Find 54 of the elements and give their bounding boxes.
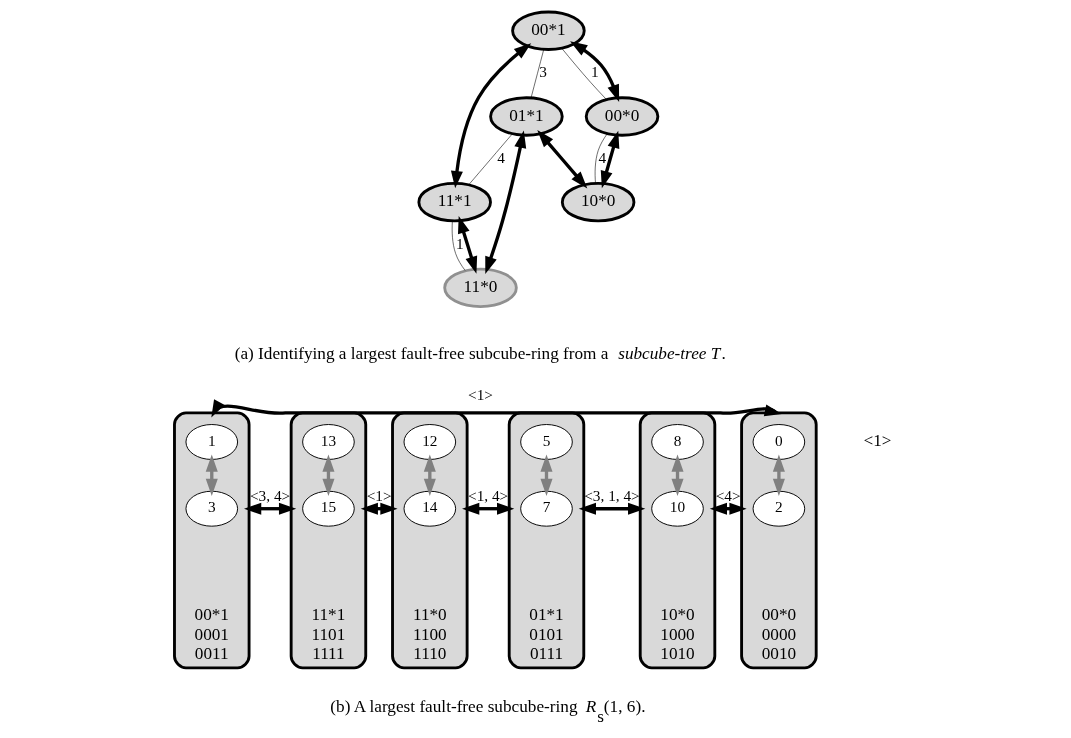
connector [468,133,513,185]
edge-label: <1, 4> [468,486,509,504]
node-ellipse: 11*0 [443,267,518,308]
label: (a) Identifying a largest fault-free subcube-ring from a subcube-tree T. [234,343,726,363]
node-ellipse: 14 [403,490,457,527]
arrow [485,130,527,274]
node-ellipse: 15 [302,490,355,527]
node-ellipse: 1 [185,424,239,460]
arrow [322,454,335,496]
node-ellipse: 10*0 [560,181,636,223]
arrow [709,502,747,515]
node-ellipse: 00*1 [511,10,586,51]
node-ellipse: 3 [185,490,239,527]
arrow [462,502,515,515]
node-ellipse: 00*0 [584,96,660,137]
arrow [600,130,620,189]
edge-label: 4 [598,148,607,166]
arrow [540,454,553,496]
arrow [458,216,478,274]
edge-label: <4> [715,486,741,504]
arrow [423,454,436,496]
node-ellipse: 11*1 [417,181,492,223]
edge-label: 1 [456,234,464,252]
connector [530,49,544,98]
edge-label: 1 [590,63,599,81]
arrow [360,502,398,515]
node-ellipse: 12 [403,424,457,460]
node-ellipse: 8 [651,424,704,460]
arrow [244,502,297,515]
edge-label: <1> [366,486,392,504]
edge-label: 4 [497,148,505,166]
node-ellipse: 13 [302,424,355,460]
connector [451,221,466,271]
arrow [537,130,588,189]
arrow [772,454,785,496]
node-ellipse: 5 [520,424,573,460]
arrow [570,41,620,102]
arrow [671,454,684,496]
node-ellipse: 01*1 [489,96,564,137]
edge-label: <3, 1, 4> [584,486,640,504]
arrow [578,502,646,515]
connector [561,48,607,100]
connector [594,133,608,184]
node-ellipse: 7 [520,490,573,527]
arrow [211,399,782,418]
node-ellipse: 2 [752,490,806,527]
node-ellipse: 10 [651,490,704,527]
edge-label: <1> [468,386,493,404]
edge-label: 3 [539,63,547,81]
node-ellipse: 0 [752,424,806,460]
arrow [450,43,532,189]
label: <1> [863,431,892,451]
edge-label: <3, 4> [250,486,291,504]
arrow [205,454,218,496]
